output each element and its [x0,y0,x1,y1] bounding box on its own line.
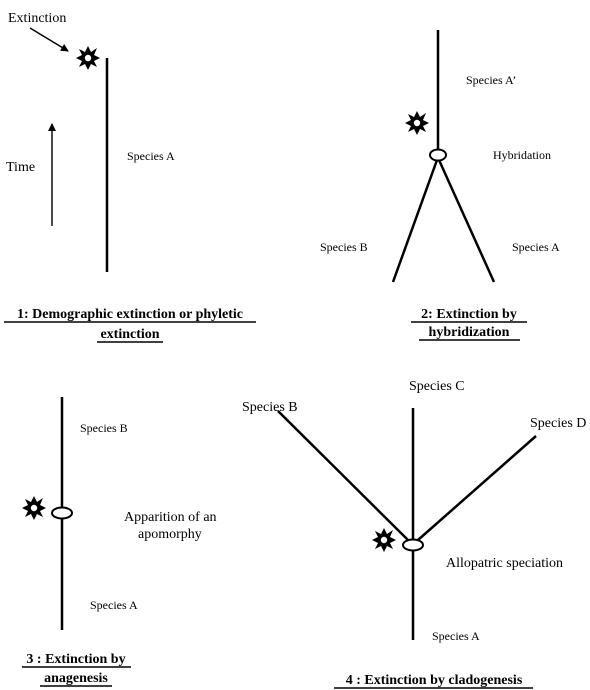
species-d-branch [417,435,537,541]
species-c-label: Species C [409,379,465,394]
species-a-label: Species A [127,149,175,163]
speciation-node [402,538,424,552]
apomorphy-node [51,506,73,520]
species-b-branch [277,410,411,543]
apomorphy-label-line-1: Apparition of an [124,510,217,525]
panel-3-caption-line-2: anagenesis [44,671,108,686]
extinction-starburst-icon [405,111,429,135]
extinction-label: Extinction [8,11,66,26]
extinction-starburst-icon [372,528,396,552]
panel-2-caption-line-2: hybridization [429,325,510,340]
species-b-label: Species B [80,421,128,435]
species-a-label: Species A [512,240,560,254]
species-b-label: Species B [320,240,368,254]
species-a-label: Species A [432,629,480,643]
hybridation-node [429,148,447,162]
panel-1: Extinction Time Species A 1: Demographic… [4,11,256,343]
species-a-prime-label: Species A’ [466,73,516,87]
species-b-label: Species B [242,400,298,415]
apomorphy-label-line-2: apomorphy [138,527,202,542]
allopatric-speciation-label: Allopatric speciation [446,556,563,571]
extinction-starburst-icon [76,46,100,70]
extinction-pointer-arrow [29,27,69,52]
time-label: Time [6,160,35,175]
panel-1-caption-line-2: extinction [100,327,159,342]
species-a-branch [437,159,496,283]
hybridation-label: Hybridation [493,148,551,162]
panel-2: Species A’ Hybridation Species B Species… [320,30,560,341]
panel-4-caption: 4 : Extinction by cladogenesis [346,673,523,688]
species-b-branch [391,159,439,283]
panel-3-caption-line-1: 3 : Extinction by [26,652,125,667]
extinction-starburst-icon [22,496,46,520]
panel-4: Species B Species C Species D Allopatric… [242,379,586,689]
species-a-label: Species A [90,598,138,612]
panel-2-caption-line-1: 2: Extinction by [421,307,517,322]
panel-1-caption-line-1: 1: Demographic extinction or phyletic [17,307,243,322]
species-d-label: Species D [530,416,586,431]
panel-3: Species B Apparition of an apomorphy Spe… [22,397,217,687]
